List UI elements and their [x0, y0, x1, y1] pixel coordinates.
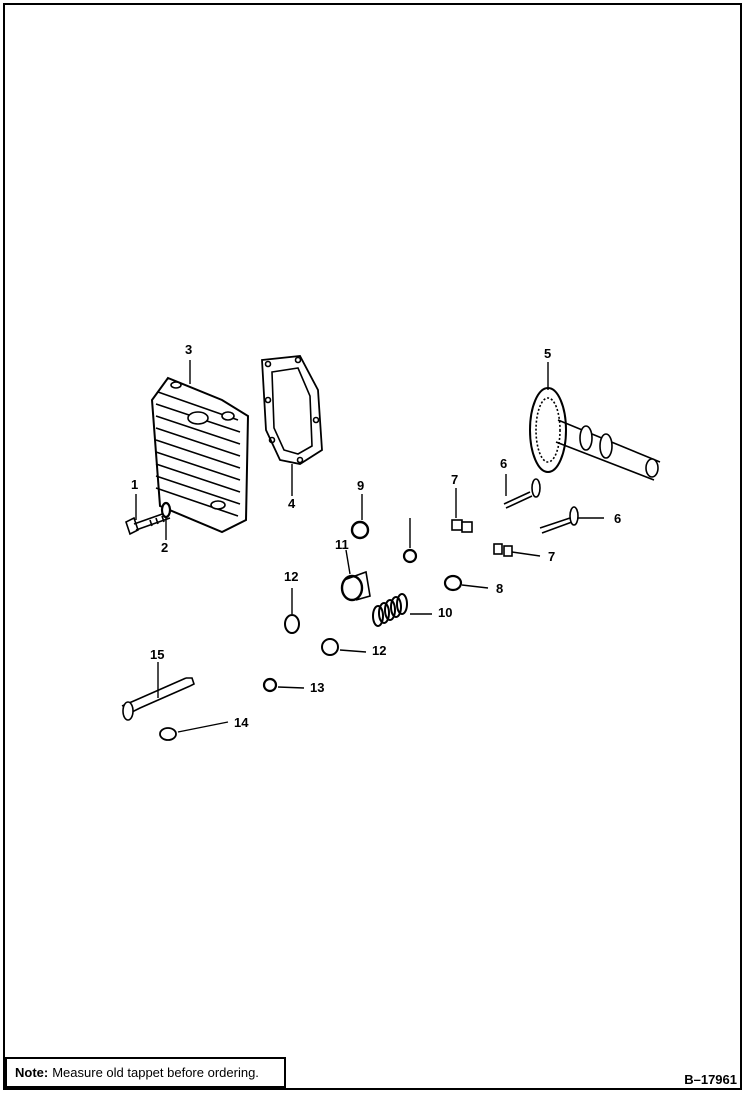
callout-5: 5	[544, 346, 551, 361]
note-box: Note: Measure old tappet before ordering…	[5, 1057, 286, 1088]
callout-15: 15	[150, 647, 164, 662]
intake-exhaust-valves	[503, 478, 579, 534]
keeper	[461, 521, 473, 533]
spring-retainer	[443, 574, 463, 592]
callout-12: 12	[372, 643, 386, 658]
figure-frame	[3, 3, 742, 1090]
callout-14: 14	[234, 715, 249, 730]
callout-labels: 1 2 3 4 5 6 6 7 7 8 9 10 11 12 12 13 14 …	[131, 342, 621, 730]
valve-seat	[159, 727, 177, 741]
valve	[121, 677, 195, 721]
cylinder-head	[150, 376, 250, 534]
callout-3: 3	[185, 342, 192, 357]
callout-4: 4	[288, 496, 296, 511]
callout-7: 7	[451, 472, 458, 487]
valve-seal	[350, 520, 370, 540]
note-text: Measure old tappet before ordering.	[52, 1065, 259, 1080]
keeper	[503, 545, 513, 557]
leader-lines	[135, 360, 604, 733]
callout-10: 10	[438, 605, 452, 620]
valve-spring	[372, 593, 408, 627]
callout-6: 6	[500, 456, 507, 471]
callout-12: 12	[284, 569, 298, 584]
spring-washer	[321, 638, 339, 656]
callout-7: 7	[548, 549, 555, 564]
callout-11: 11	[335, 537, 349, 552]
callout-1: 1	[131, 477, 138, 492]
figure-id: B–17961	[684, 1072, 737, 1087]
keeper	[493, 543, 503, 555]
valve-seal	[402, 548, 418, 564]
callout-2: 2	[161, 540, 168, 555]
head-gasket	[261, 355, 323, 465]
valve-guide-seal	[262, 677, 278, 693]
callout-13: 13	[310, 680, 324, 695]
spring-washer	[284, 614, 300, 634]
callout-9: 9	[357, 478, 364, 493]
tappet	[340, 570, 371, 602]
note-label: Note:	[15, 1065, 49, 1080]
washer	[160, 501, 172, 519]
callout-8: 8	[496, 581, 503, 596]
callout-6: 6	[614, 511, 621, 526]
keeper	[451, 519, 463, 531]
camshaft	[529, 387, 661, 481]
